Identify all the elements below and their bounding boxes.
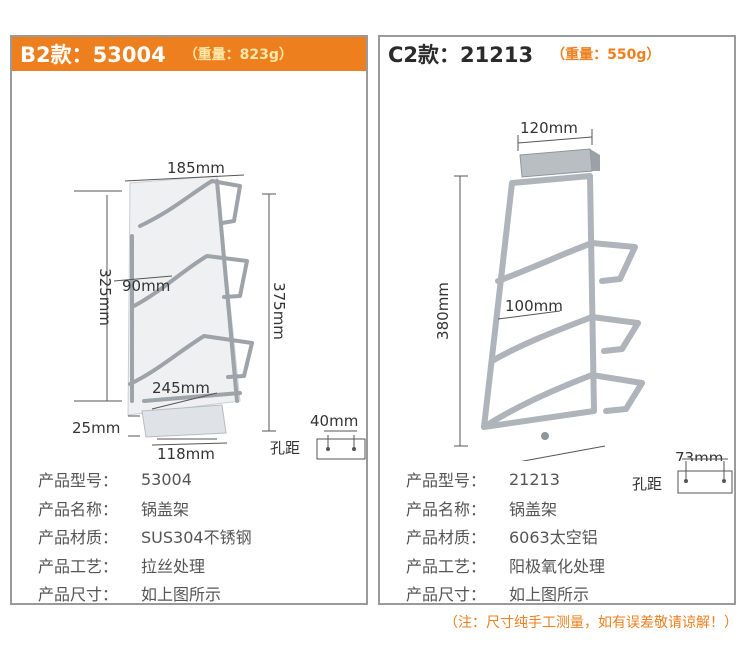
product-panel-b2: B2款：53004 （重量：823g） 1 bbox=[10, 35, 368, 605]
dim-width-label: 185mm bbox=[167, 159, 225, 177]
spec-label: 产品名称： bbox=[38, 499, 119, 519]
spec-value: 53004 bbox=[141, 469, 192, 489]
hole-plate-icon bbox=[677, 470, 733, 494]
spec-label: 产品名称： bbox=[406, 499, 487, 519]
product-diagram-c2: 120mm 380mm 100mm 220mm 73mm bbox=[434, 119, 723, 461]
spec-value: 拉丝处理 bbox=[141, 556, 206, 576]
product-header-c2: C2款：21213 （重量：550g） bbox=[380, 37, 734, 71]
spec-value: 如上图所示 bbox=[509, 585, 590, 605]
spec-label: 产品工艺： bbox=[38, 556, 119, 576]
spec-label: 产品型号： bbox=[406, 471, 487, 491]
spec-row: 产品工艺： 阳极氧化处理 bbox=[406, 551, 605, 580]
spec-value: 6063太空铝 bbox=[509, 528, 598, 548]
measurement-footnote: （注：尺寸纯手工测量，如有误差敬请谅解！） bbox=[444, 615, 738, 631]
dim-total-height-label: 375mm bbox=[270, 282, 288, 340]
dim-span-label: 245mm bbox=[152, 379, 210, 397]
spec-row: 产品型号： 53004 bbox=[38, 465, 252, 494]
product-weight: （重量：550g） bbox=[551, 47, 661, 63]
product-weight: （重量：823g） bbox=[183, 47, 293, 63]
spec-label: 产品尺寸： bbox=[406, 585, 487, 605]
hole-distance-caption: 孔距 bbox=[270, 439, 300, 457]
product-header-b2: B2款：53004 （重量：823g） bbox=[12, 37, 366, 71]
spec-label: 产品型号： bbox=[38, 471, 119, 491]
aluminium-rack bbox=[481, 173, 645, 430]
spec-row: 产品材质： SUS304不锈钢 bbox=[38, 522, 252, 551]
dim-hole-distance-label: 40mm bbox=[310, 412, 358, 430]
product-panel-c2: C2款：21213 （重量：550g） 120mm 380mm 100mm 22… bbox=[378, 35, 736, 605]
spec-list-b2: 产品型号： 53004 产品名称： 锅盖架 产品材质： SUS304不锈钢 产品… bbox=[38, 465, 252, 608]
spec-row: 产品工艺： 拉丝处理 bbox=[38, 551, 252, 580]
spec-row: 产品材质： 6063太空铝 bbox=[406, 522, 605, 551]
dim-height-label: 380mm bbox=[434, 282, 452, 340]
back-plate bbox=[127, 175, 241, 416]
spec-label: 产品材质： bbox=[406, 528, 487, 548]
dim-hole-distance-label: 73mm bbox=[675, 449, 723, 461]
spec-label: 产品工艺： bbox=[406, 556, 487, 576]
dim-width-label: 120mm bbox=[520, 119, 578, 137]
spec-value: 锅盖架 bbox=[141, 499, 190, 519]
spec-row: 产品尺寸： 如上图所示 bbox=[406, 579, 605, 608]
spec-row: 产品型号： 21213 bbox=[406, 465, 605, 494]
dim-bottom-label: 220mm bbox=[515, 459, 573, 461]
spec-value: 如上图所示 bbox=[141, 585, 222, 605]
dim-depth-label: 90mm bbox=[122, 277, 170, 295]
wire-rack bbox=[128, 179, 254, 403]
spec-value: 21213 bbox=[509, 469, 560, 489]
spec-value: SUS304不锈钢 bbox=[141, 528, 252, 548]
product-title: C2款：21213 bbox=[388, 43, 534, 67]
base-block bbox=[141, 404, 227, 438]
dimension-lines bbox=[74, 174, 276, 446]
spec-label: 产品材质： bbox=[38, 528, 119, 548]
spec-list-c2: 产品型号： 21213 产品名称： 锅盖架 产品材质： 6063太空铝 产品工艺… bbox=[406, 465, 605, 608]
dim-height-label: 325mm bbox=[96, 268, 114, 326]
dim-depth-label: 100mm bbox=[505, 297, 563, 315]
top-mount bbox=[519, 148, 593, 178]
spec-row: 产品名称： 锅盖架 bbox=[38, 494, 252, 523]
hole-distance-caption: 孔距 bbox=[632, 475, 662, 493]
spec-row: 产品尺寸： 如上图所示 bbox=[38, 579, 252, 608]
spec-label: 产品尺寸： bbox=[38, 585, 119, 605]
dim-base-label: 25mm bbox=[72, 419, 120, 437]
spec-row: 产品名称： 锅盖架 bbox=[406, 494, 605, 523]
spec-value: 阳极氧化处理 bbox=[509, 556, 606, 576]
hole-plate-icon bbox=[316, 438, 366, 460]
product-diagram-b2: 185mm 325mm 375mm 90mm 245mm 25mm 118mm … bbox=[72, 159, 366, 461]
product-title: B2款：53004 bbox=[20, 43, 166, 67]
spec-value: 锅盖架 bbox=[509, 499, 558, 519]
dimension-lines bbox=[454, 129, 606, 461]
hole-plate-c2: 孔距 bbox=[632, 458, 733, 494]
dim-bottom-label: 118mm bbox=[157, 445, 215, 461]
